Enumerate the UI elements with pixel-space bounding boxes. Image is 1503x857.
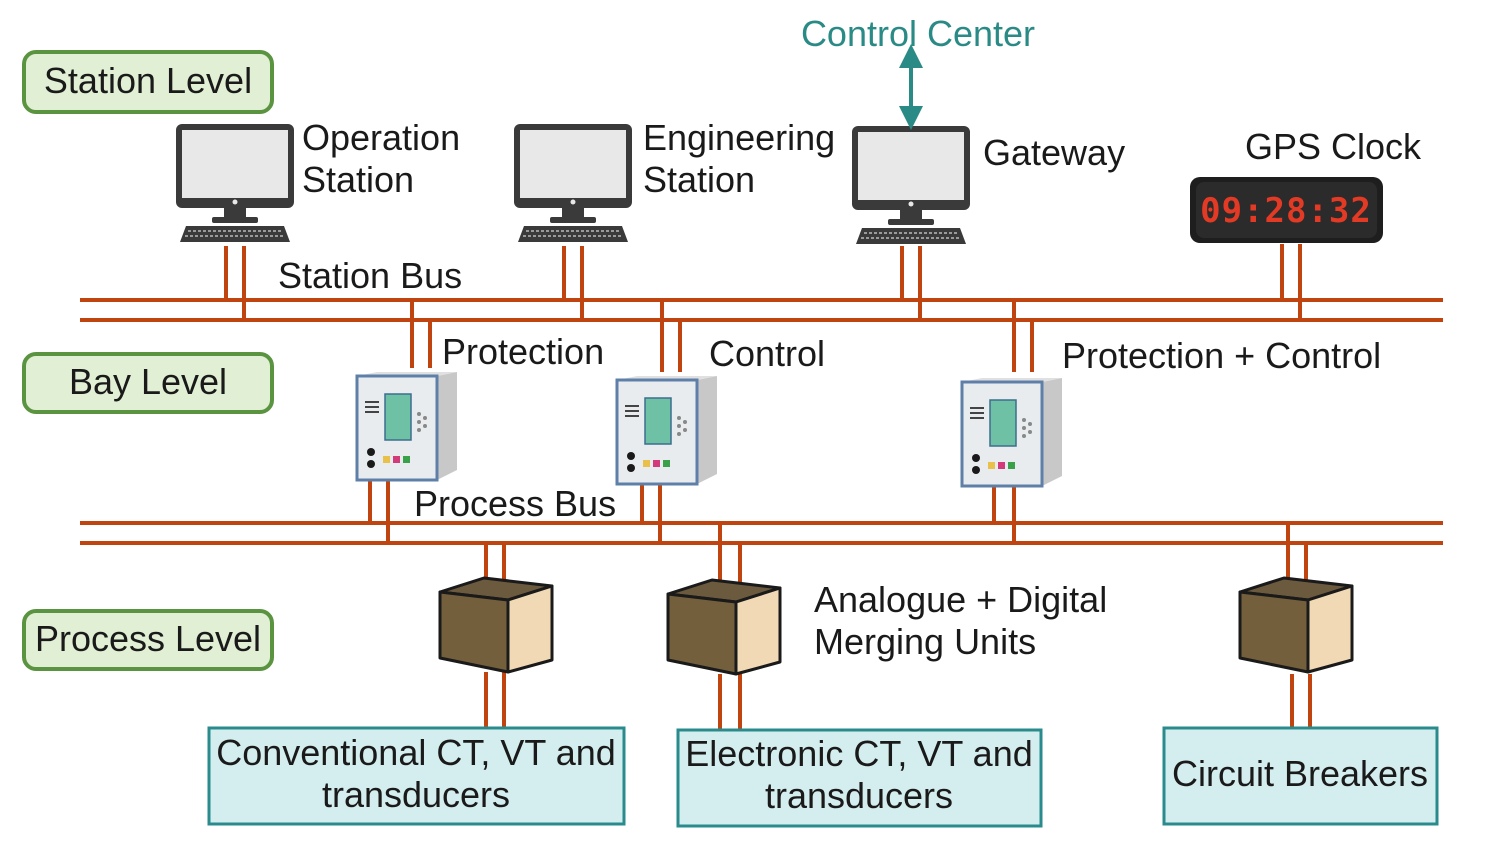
station-bus xyxy=(80,298,1443,322)
process-level-badge: Process Level xyxy=(22,609,274,671)
circuit-breakers-box: Circuit Breakers xyxy=(1162,726,1439,826)
operation-station-label-line1: Operation xyxy=(302,117,460,158)
control-ied-label: Control xyxy=(709,333,825,374)
protection-control-ied-icon xyxy=(960,376,1064,488)
gps-clock-icon: 09:28:32 xyxy=(1190,177,1383,243)
process-bus-label: Process Bus xyxy=(414,483,616,524)
bay-level-label: Bay Level xyxy=(69,361,227,402)
merging-units-label-line1: Analogue + Digital xyxy=(814,579,1107,620)
merging-unit-3-icon xyxy=(1238,576,1354,674)
station-bus-label: Station Bus xyxy=(278,255,462,296)
conventional-ct-vt-box: Conventional CT, VT and transducers xyxy=(207,726,626,826)
bay-level-badge: Bay Level xyxy=(22,352,274,414)
protection-ied-label: Protection xyxy=(442,331,604,372)
gateway-computer-icon xyxy=(851,125,971,245)
process-bus xyxy=(80,521,1443,545)
control-center-label: Control Center xyxy=(801,13,1035,54)
protection-ied-icon xyxy=(355,370,459,482)
electronic-ct-vt-label-line1: Electronic CT, VT and xyxy=(685,733,1032,774)
operation-station-computer-icon xyxy=(175,123,295,243)
gateway-label: Gateway xyxy=(983,132,1125,173)
merging-units-label-line2: Merging Units xyxy=(814,621,1036,662)
control-ied-icon xyxy=(615,374,719,486)
bus-connectors xyxy=(224,244,1312,730)
engineering-station-computer-icon xyxy=(513,123,633,243)
gps-clock-label: GPS Clock xyxy=(1245,126,1422,167)
gps-clock-display: 09:28:32 xyxy=(1200,191,1372,231)
engineering-station-label-line2: Station xyxy=(643,159,755,200)
operation-station-label-line2: Station xyxy=(302,159,414,200)
merging-unit-2-icon xyxy=(666,578,782,676)
process-level-label: Process Level xyxy=(35,618,261,659)
merging-unit-1-icon xyxy=(438,576,554,674)
engineering-station-label-line1: Engineering xyxy=(643,117,835,158)
conventional-ct-vt-label-line1: Conventional CT, VT and xyxy=(216,732,616,773)
station-level-badge: Station Level xyxy=(22,50,274,114)
station-level-label: Station Level xyxy=(44,60,252,101)
circuit-breakers-label: Circuit Breakers xyxy=(1172,753,1428,794)
protection-control-ied-label: Protection + Control xyxy=(1062,335,1381,376)
conventional-ct-vt-label-line2: transducers xyxy=(322,774,510,815)
electronic-ct-vt-box: Electronic CT, VT and transducers xyxy=(676,728,1043,828)
electronic-ct-vt-label-line2: transducers xyxy=(765,775,953,816)
